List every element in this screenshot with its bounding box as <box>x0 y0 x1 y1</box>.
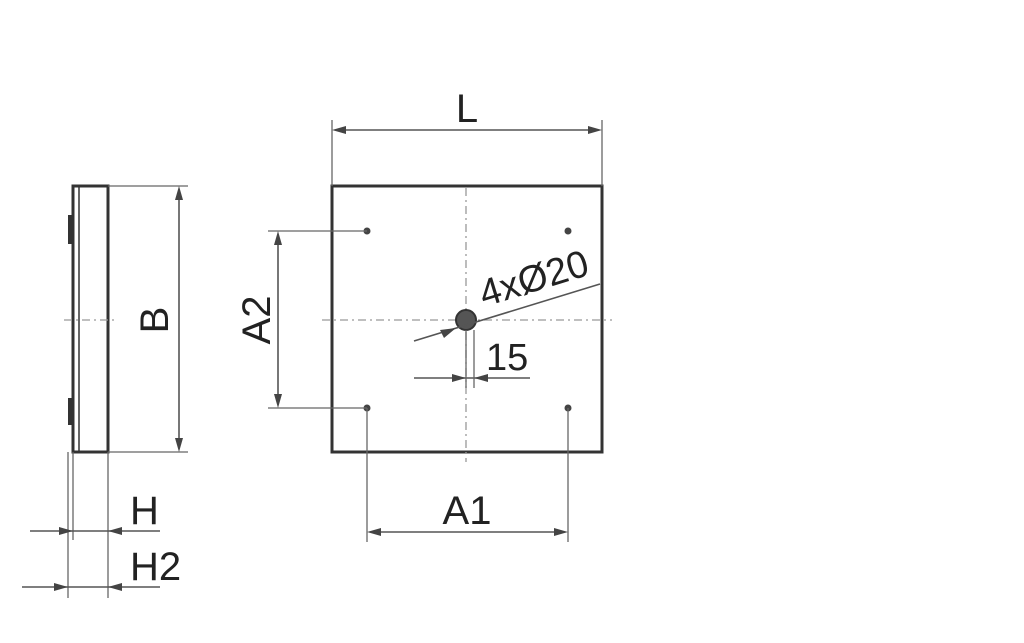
dimension-a1: A1 <box>366 408 569 542</box>
dimension-l: L <box>331 87 603 186</box>
side-view-plate <box>71 184 110 454</box>
front-view-plate <box>330 184 604 454</box>
hole-callout: 4xØ20 <box>413 243 601 342</box>
label-l: L <box>456 87 478 131</box>
label-a1: A1 <box>443 489 492 533</box>
label-a2: A2 <box>235 296 279 345</box>
dimension-offset: 15 <box>414 330 530 388</box>
dimension-h2: H2 <box>22 545 181 591</box>
hole-top-right <box>564 227 572 235</box>
label-offset: 15 <box>486 337 528 379</box>
dimension-b: B <box>108 185 188 453</box>
label-h2: H2 <box>130 545 181 589</box>
label-h: H <box>130 489 159 533</box>
label-b: B <box>133 307 177 334</box>
side-view: B H H2 <box>22 184 188 598</box>
dimension-a2: A2 <box>235 230 367 409</box>
dimension-h: H <box>30 452 160 598</box>
front-view: L A2 A1 4xØ20 <box>235 87 612 542</box>
